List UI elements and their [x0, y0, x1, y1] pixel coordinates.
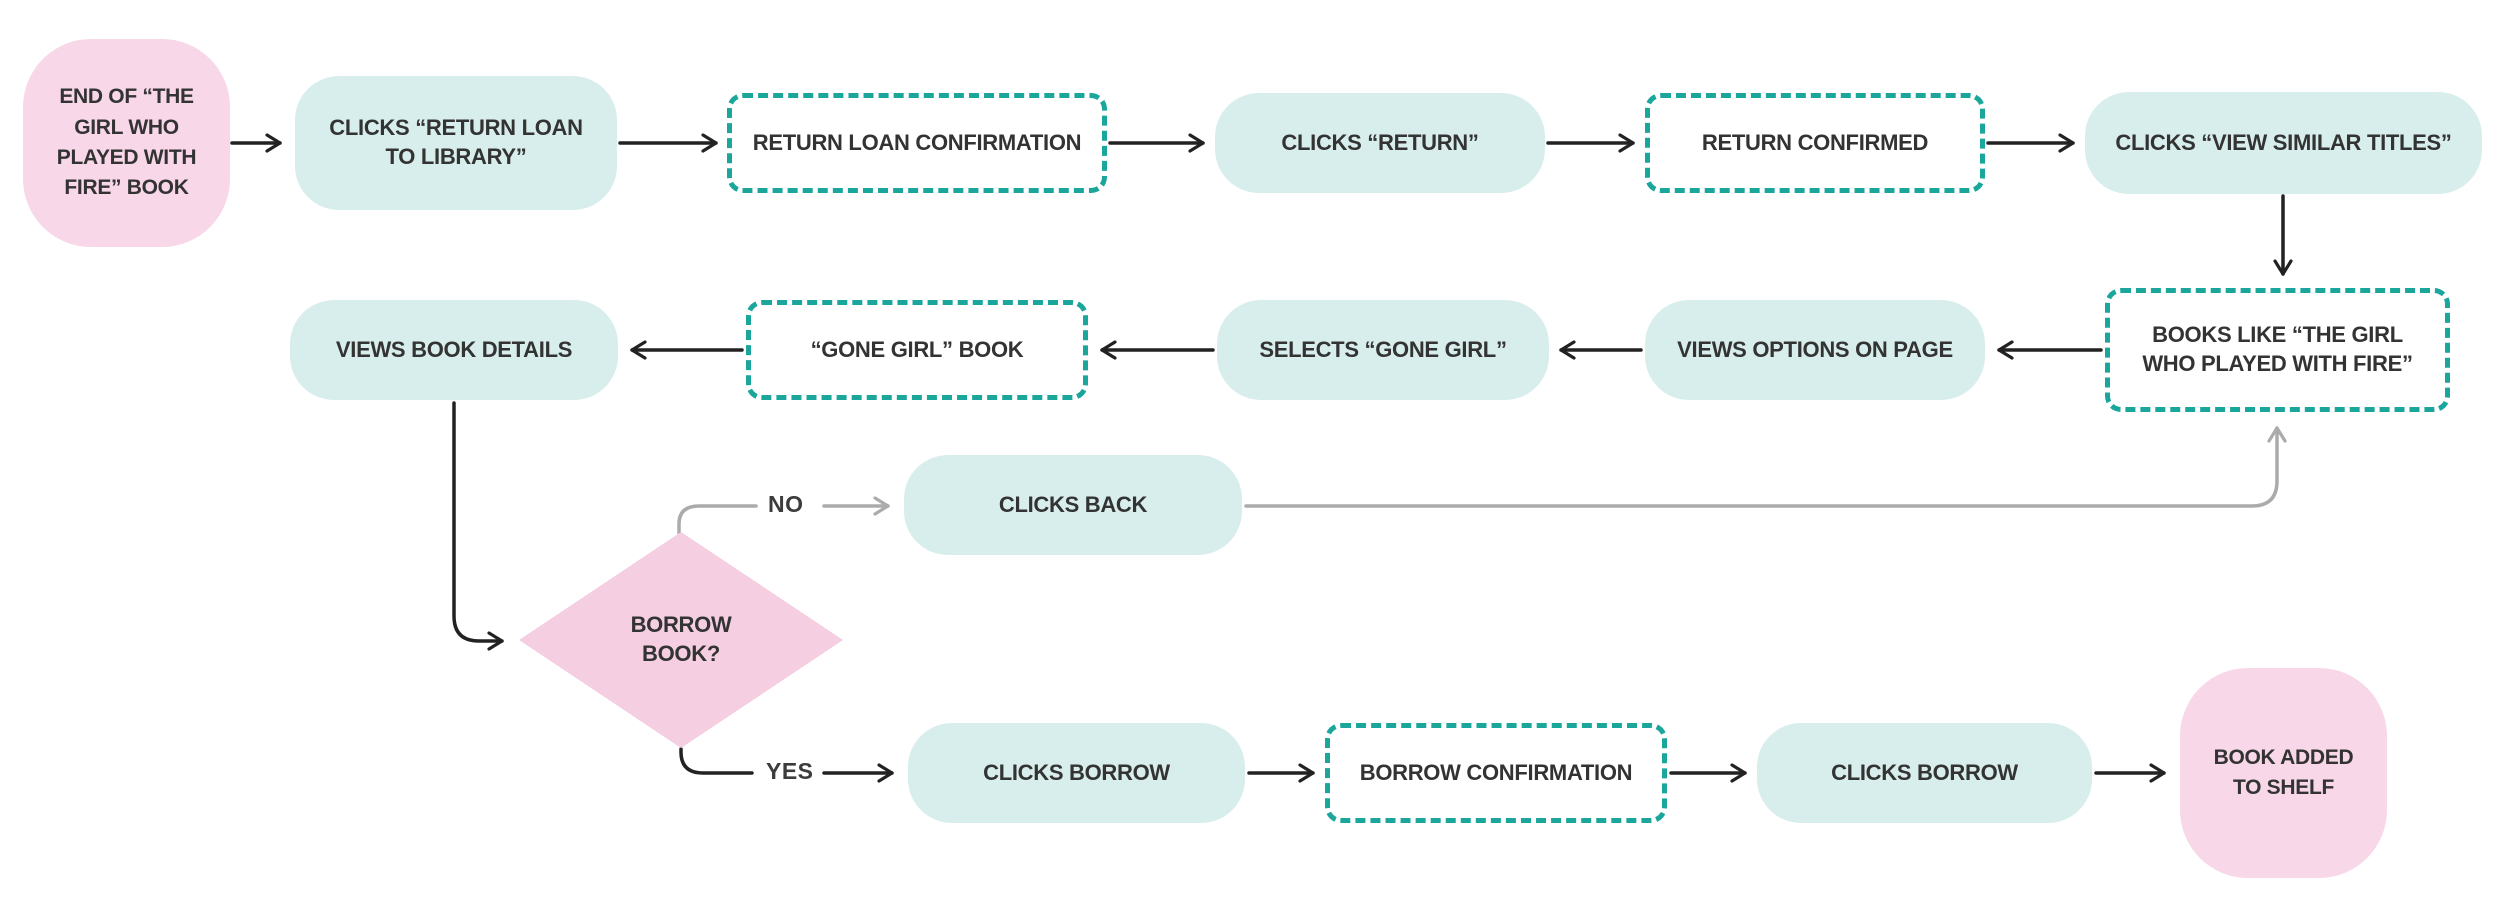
node-label: BORROW CONFIRMATION — [1359, 759, 1633, 785]
node-clicks-return: CLICKS “RETURN” — [1215, 93, 1545, 193]
node-label: BOOKS LIKE “THE GIRL WHO PLAYED WITH FIR… — [2142, 322, 2413, 376]
edge-clicks-back-loop-to-books-like — [1244, 426, 2287, 508]
node-clicks-back: CLICKS BACK — [904, 455, 1242, 555]
node-gone-girl-book: “GONE GIRL” BOOK — [746, 300, 1088, 400]
node-label: VIEWS BOOK DETAILS — [335, 336, 573, 362]
node-end-book-added-to-shelf: BOOK ADDED TO SHELF — [2180, 668, 2387, 878]
node-clicks-borrow-second: CLICKS BORROW — [1757, 723, 2092, 823]
edge-decision-yes-stub — [679, 747, 754, 775]
node-label: CLICKS BORROW — [983, 759, 1170, 785]
node-borrow-confirmation: BORROW CONFIRMATION — [1325, 723, 1667, 823]
edge-decision-no-stub — [677, 504, 758, 535]
node-views-book-details: VIEWS BOOK DETAILS — [290, 300, 618, 400]
node-return-loan-confirmation: RETURN LOAN CONFIRMATION — [727, 93, 1107, 193]
node-start-end-of-book: END OF “THE GIRL WHO PLAYED WITH FIRE” B… — [23, 39, 230, 247]
node-label: CLICKS “RETURN LOAN TO LIBRARY” — [329, 115, 583, 169]
node-label: SELECTS “GONE GIRL” — [1259, 336, 1507, 362]
node-label: CLICKS “VIEW SIMILAR TITLES” — [2115, 129, 2452, 155]
node-selects-gone-girl: SELECTS “GONE GIRL” — [1217, 300, 1549, 400]
node-label: RETURN CONFIRMED — [1701, 129, 1929, 155]
node-clicks-view-similar-titles: CLICKS “VIEW SIMILAR TITLES” — [2085, 92, 2482, 194]
node-return-confirmed: RETURN CONFIRMED — [1645, 93, 1985, 193]
node-label: CLICKS BACK — [998, 491, 1148, 517]
edge-label-no: NO — [768, 491, 804, 517]
edge-details-to-decision — [452, 401, 504, 651]
edge-label-yes: YES — [766, 758, 814, 784]
node-label: CLICKS BORROW — [1831, 759, 2018, 785]
node-label: “GONE GIRL” BOOK — [810, 336, 1024, 362]
node-label: RETURN LOAN CONFIRMATION — [752, 129, 1082, 155]
node-clicks-borrow-first: CLICKS BORROW — [908, 723, 1245, 823]
node-books-like-list: BOOKS LIKE “THE GIRL WHO PLAYED WITH FIR… — [2105, 288, 2450, 412]
node-label: END OF “THE GIRL WHO PLAYED WITH FIRE” B… — [56, 85, 197, 200]
node-label: CLICKS “RETURN” — [1281, 129, 1479, 155]
node-views-options-on-page: VIEWS OPTIONS ON PAGE — [1645, 300, 1985, 400]
node-label: BOOK ADDED TO SHELF — [2213, 745, 2354, 799]
node-label: VIEWS OPTIONS ON PAGE — [1677, 336, 1953, 362]
node-clicks-return-loan: CLICKS “RETURN LOAN TO LIBRARY” — [295, 76, 617, 210]
node-label: BORROW BOOK? — [630, 612, 732, 666]
